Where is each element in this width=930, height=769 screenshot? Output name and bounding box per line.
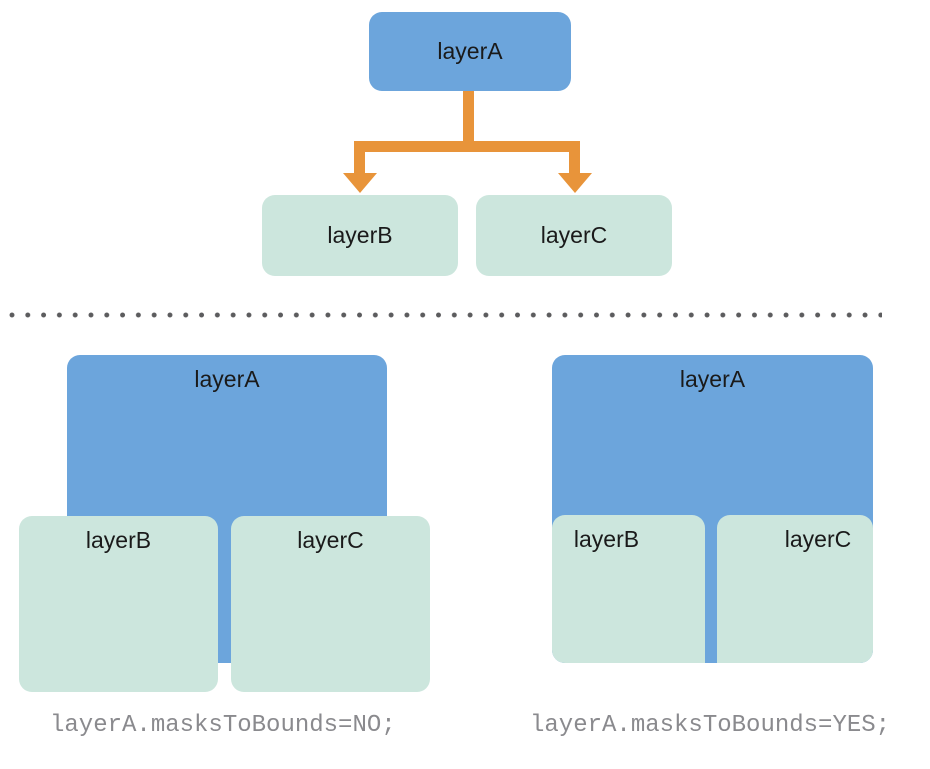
no-layer-b-box: layerB xyxy=(19,516,218,692)
dotted-divider xyxy=(8,311,882,319)
tree-layer-a-label: layerA xyxy=(437,37,503,64)
arrow-trunk xyxy=(463,91,474,152)
tree-layer-c-label: layerC xyxy=(540,221,608,248)
yes-layer-b-label: layerB xyxy=(573,526,640,552)
yes-layer-a-label: layerA xyxy=(679,366,746,392)
yes-layer-b-box: layerB xyxy=(552,515,705,663)
arrow-crossbar xyxy=(354,141,580,152)
arrow-head-right-icon xyxy=(558,173,592,193)
yes-layer-c-label: layerC xyxy=(784,526,852,552)
no-layer-a-label: layerA xyxy=(194,366,260,392)
tree-layer-a-box: layerA xyxy=(369,12,571,91)
no-layer-b-label: layerB xyxy=(85,527,152,553)
masks-no-caption: layerA.masksToBounds=NO; xyxy=(50,712,396,739)
yes-layer-a-box: layerA layerB layerC xyxy=(552,355,873,663)
tree-layer-b-box: layerB xyxy=(262,195,458,276)
arrow-head-left-icon xyxy=(343,173,377,193)
arrow-drop-right xyxy=(569,141,580,174)
masks-yes-caption: layerA.masksToBounds=YES; xyxy=(530,712,891,739)
tree-layer-c-box: layerC xyxy=(476,195,672,276)
tree-layer-b-label: layerB xyxy=(327,221,393,248)
no-layer-c-box: layerC xyxy=(231,516,430,692)
arrow-drop-left xyxy=(354,141,365,174)
yes-layer-c-box: layerC xyxy=(717,515,873,663)
no-layer-c-label: layerC xyxy=(297,527,364,553)
